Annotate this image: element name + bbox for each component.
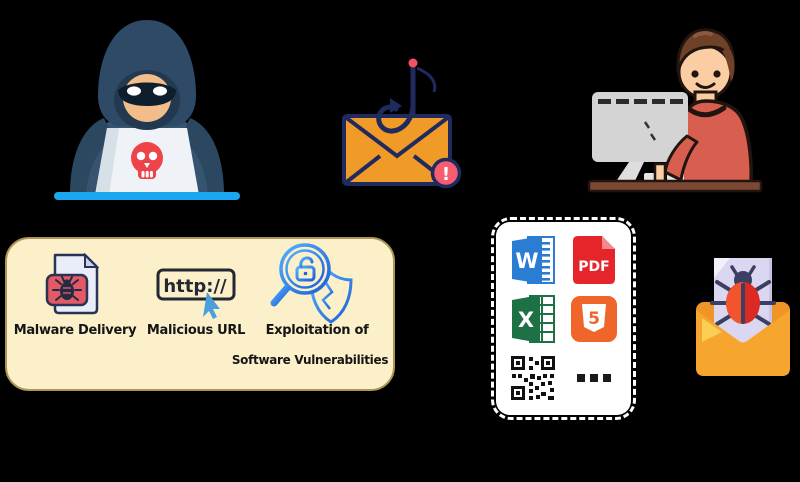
bug-icon — [710, 265, 776, 326]
svg-text:http://: http:// — [163, 276, 227, 297]
pdf-file-icon: PDF — [573, 235, 616, 284]
malicious-url-label: Malicious URL — [146, 323, 246, 338]
monitor — [592, 92, 688, 183]
desk — [587, 179, 763, 193]
malicious-url-icon: http:// — [156, 268, 236, 319]
monitor-stand — [615, 162, 644, 183]
envelope — [342, 114, 452, 186]
hook-barb — [390, 98, 402, 113]
victim-head — [676, 28, 735, 100]
hacker-icon — [54, 20, 240, 200]
malware-file-icon — [45, 252, 100, 315]
word-file-icon: W — [511, 235, 555, 284]
bug-email-icon — [696, 258, 790, 376]
exploitation-label-line1: Exploitation of — [265, 323, 369, 338]
svg-text:5: 5 — [588, 309, 600, 329]
qr-code-icon — [509, 354, 556, 401]
cursor-icon — [203, 292, 220, 319]
phishing-hook-email-icon: ! — [342, 58, 462, 189]
padlock-icon — [295, 256, 316, 282]
vulnerability-scan-icon — [270, 243, 353, 324]
more-file-types: ... — [577, 373, 612, 382]
warning-icon: ! — [430, 157, 462, 189]
attachment-types-grid: W PDF X 5 — [496, 222, 631, 415]
skull-icon — [131, 142, 163, 179]
victim-body — [677, 90, 753, 185]
attack-techniques-panel: Malware Delivery http:// Malicious URL — [5, 237, 395, 391]
envelope-front — [696, 310, 790, 376]
svg-text:PDF: PDF — [579, 259, 610, 275]
desk-line — [54, 192, 240, 200]
exploitation-label-line2: Software Vulnerabilities — [231, 353, 389, 367]
svg-text:!: ! — [442, 164, 450, 185]
malware-delivery-label: Malware Delivery — [13, 323, 137, 338]
excel-file-icon: X — [511, 294, 555, 343]
attachment-types-panel: W PDF X 5 — [491, 217, 636, 420]
hook-curve — [376, 97, 416, 134]
magnifier-icon — [270, 243, 331, 307]
bug-glyph — [52, 276, 82, 301]
victim-at-computer-icon — [587, 28, 763, 193]
html5-file-icon: 5 — [571, 295, 618, 342]
envelope-accent — [702, 318, 722, 342]
svg-text:X: X — [518, 308, 534, 332]
svg-text:W: W — [515, 249, 538, 273]
hacker-head — [98, 20, 196, 130]
